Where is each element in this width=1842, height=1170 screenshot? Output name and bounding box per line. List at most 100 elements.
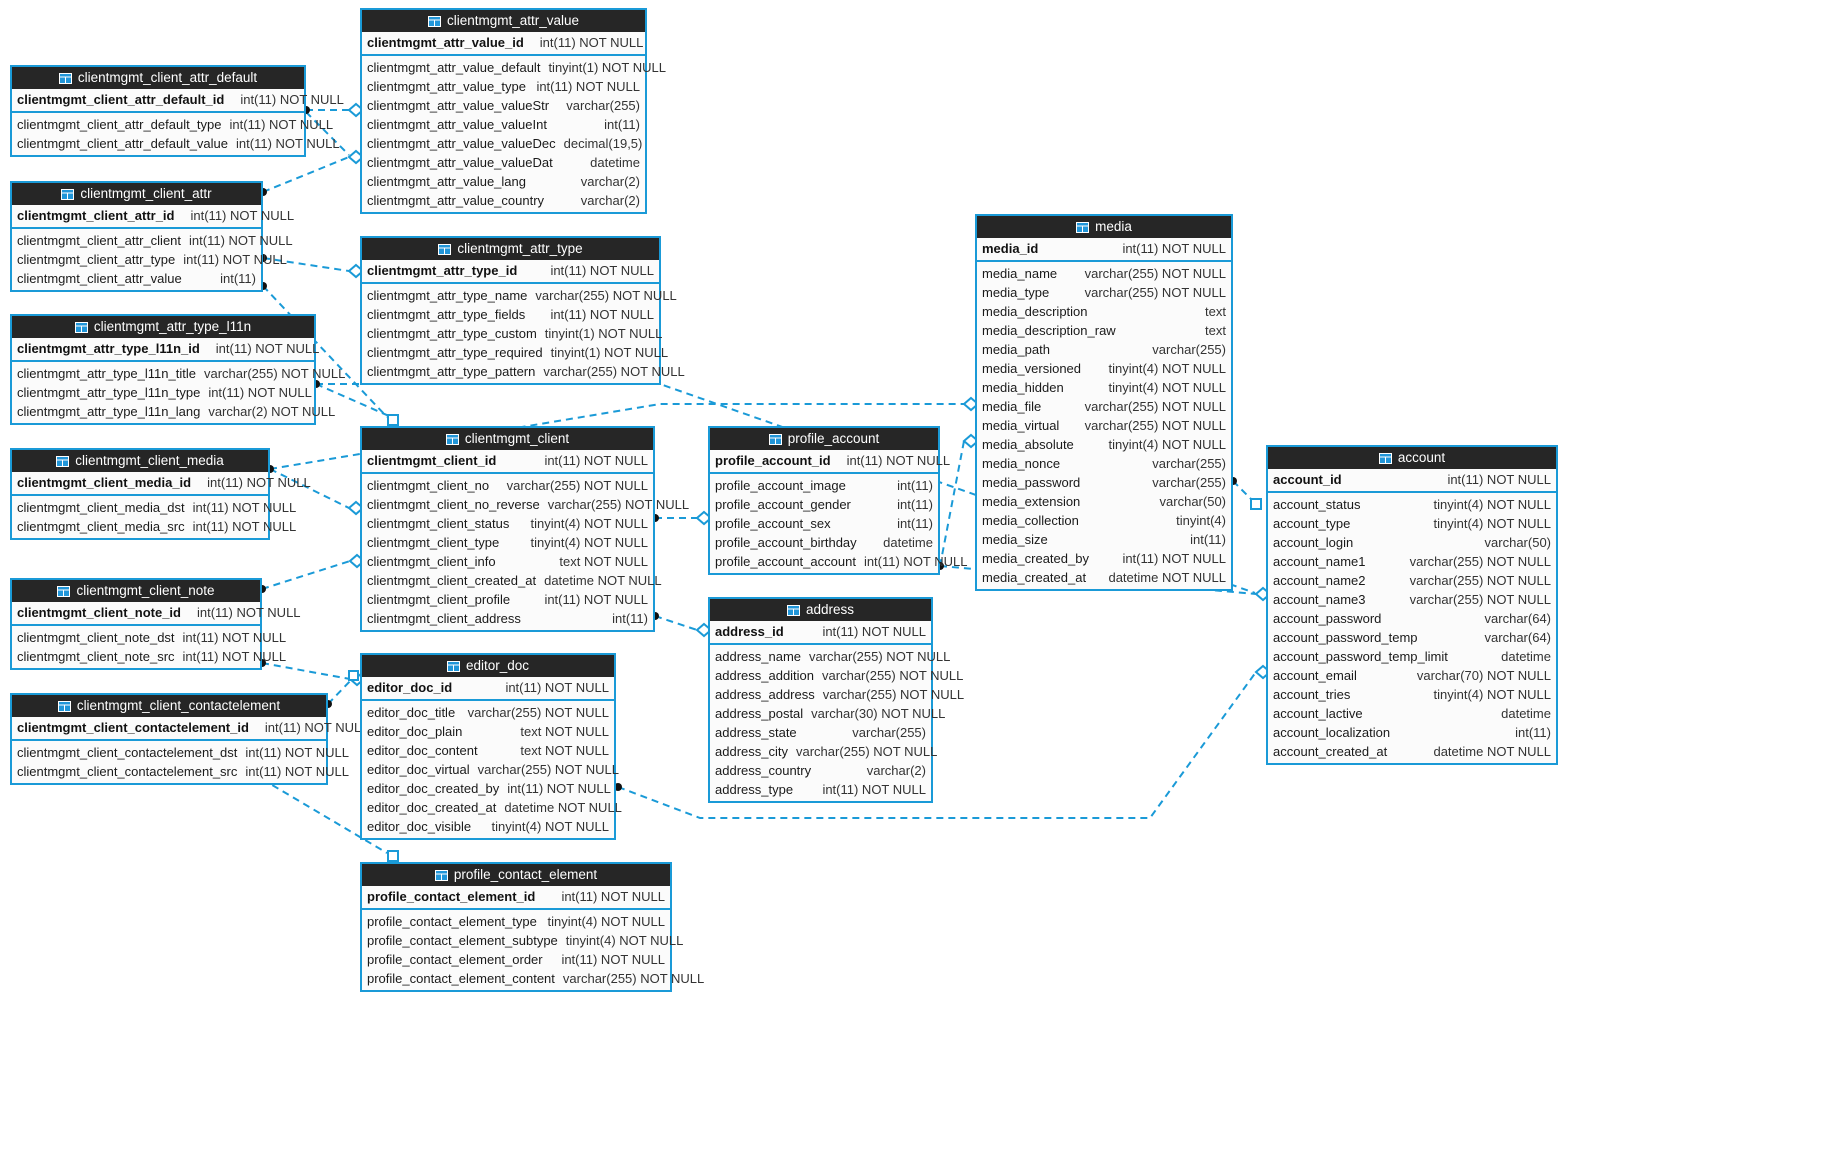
- field-row[interactable]: media_description_rawtext: [977, 321, 1231, 340]
- field-row[interactable]: profile_account_sexint(11): [710, 514, 938, 533]
- field-row[interactable]: profile_contact_element_subtypetinyint(4…: [362, 931, 683, 950]
- primary-key-row[interactable]: clientmgmt_client_contactelement_idint(1…: [12, 717, 368, 741]
- field-row[interactable]: clientmgmt_client_media_dstint(11) NOT N…: [12, 498, 296, 517]
- field-row[interactable]: clientmgmt_client_typetinyint(4) NOT NUL…: [362, 533, 653, 552]
- field-row[interactable]: editor_doc_created_byint(11) NOT NULL: [362, 779, 614, 798]
- primary-key-row[interactable]: clientmgmt_client_note_idint(11) NOT NUL…: [12, 602, 301, 626]
- field-row[interactable]: clientmgmt_attr_type_l11n_titlevarchar(2…: [12, 364, 345, 383]
- field-row[interactable]: clientmgmt_attr_type_namevarchar(255) NO…: [362, 286, 677, 305]
- field-row[interactable]: media_namevarchar(255) NOT NULL: [977, 264, 1231, 283]
- field-row[interactable]: media_typevarchar(255) NOT NULL: [977, 283, 1231, 302]
- field-row[interactable]: media_passwordvarchar(255): [977, 473, 1231, 492]
- field-row[interactable]: account_triestinyint(4) NOT NULL: [1268, 685, 1556, 704]
- field-row[interactable]: media_absolutetinyint(4) NOT NULL: [977, 435, 1231, 454]
- field-row[interactable]: media_pathvarchar(255): [977, 340, 1231, 359]
- field-row[interactable]: account_name1varchar(255) NOT NULL: [1268, 552, 1556, 571]
- field-row[interactable]: clientmgmt_attr_type_patternvarchar(255)…: [362, 362, 685, 381]
- field-row[interactable]: clientmgmt_client_contactelement_srcint(…: [12, 762, 349, 781]
- field-row[interactable]: clientmgmt_attr_value_defaulttinyint(1) …: [362, 58, 666, 77]
- field-row[interactable]: account_name3varchar(255) NOT NULL: [1268, 590, 1556, 609]
- field-row[interactable]: clientmgmt_attr_value_typeint(11) NOT NU…: [362, 77, 645, 96]
- field-row[interactable]: clientmgmt_attr_type_l11n_langvarchar(2)…: [12, 402, 335, 421]
- primary-key-row[interactable]: clientmgmt_client_media_idint(11) NOT NU…: [12, 472, 311, 496]
- field-row[interactable]: editor_doc_titlevarchar(255) NOT NULL: [362, 703, 614, 722]
- field-row[interactable]: address_postalvarchar(30) NOT NULL: [710, 704, 945, 723]
- entity-clientmgmt_attr_type_l11n[interactable]: clientmgmt_attr_type_l11nclientmgmt_attr…: [10, 314, 345, 425]
- field-row[interactable]: clientmgmt_client_attr_valueint(11): [12, 269, 261, 288]
- field-row[interactable]: clientmgmt_client_novarchar(255) NOT NUL…: [362, 476, 653, 495]
- field-row[interactable]: media_collectiontinyint(4): [977, 511, 1231, 530]
- field-row[interactable]: clientmgmt_attr_value_valueDatdatetime: [362, 153, 645, 172]
- entity-account[interactable]: accountaccount_idint(11) NOT NULLaccount…: [1266, 445, 1558, 765]
- field-row[interactable]: clientmgmt_client_addressint(11): [362, 609, 653, 628]
- field-row[interactable]: clientmgmt_attr_value_countryvarchar(2): [362, 191, 645, 210]
- entity-media[interactable]: mediamedia_idint(11) NOT NULLmedia_namev…: [975, 214, 1233, 591]
- field-row[interactable]: clientmgmt_client_attr_typeint(11) NOT N…: [12, 250, 287, 269]
- field-row[interactable]: address_statevarchar(255): [710, 723, 931, 742]
- field-row[interactable]: profile_account_imageint(11): [710, 476, 938, 495]
- entity-clientmgmt_client_media[interactable]: clientmgmt_client_mediaclientmgmt_client…: [10, 448, 311, 540]
- field-row[interactable]: account_name2varchar(255) NOT NULL: [1268, 571, 1556, 590]
- field-row[interactable]: editor_doc_plaintext NOT NULL: [362, 722, 614, 741]
- field-row[interactable]: address_cityvarchar(255) NOT NULL: [710, 742, 937, 761]
- field-row[interactable]: clientmgmt_client_contactelement_dstint(…: [12, 743, 349, 762]
- field-row[interactable]: editor_doc_created_atdatetime NOT NULL: [362, 798, 622, 817]
- primary-key-row[interactable]: profile_account_idint(11) NOT NULL: [710, 450, 950, 474]
- entity-clientmgmt_client_attr_default[interactable]: clientmgmt_client_attr_defaultclientmgmt…: [10, 65, 344, 157]
- field-row[interactable]: media_descriptiontext: [977, 302, 1231, 321]
- field-row[interactable]: account_statustinyint(4) NOT NULL: [1268, 495, 1556, 514]
- primary-key-row[interactable]: address_idint(11) NOT NULL: [710, 621, 931, 645]
- field-row[interactable]: clientmgmt_client_media_srcint(11) NOT N…: [12, 517, 296, 536]
- field-row[interactable]: account_emailvarchar(70) NOT NULL: [1268, 666, 1556, 685]
- primary-key-row[interactable]: clientmgmt_attr_type_idint(11) NOT NULL: [362, 260, 659, 284]
- field-row[interactable]: address_typeint(11) NOT NULL: [710, 780, 931, 799]
- field-row[interactable]: account_loginvarchar(50): [1268, 533, 1556, 552]
- field-row[interactable]: media_created_byint(11) NOT NULL: [977, 549, 1231, 568]
- field-row[interactable]: address_additionvarchar(255) NOT NULL: [710, 666, 963, 685]
- field-row[interactable]: clientmgmt_attr_type_l11n_typeint(11) NO…: [12, 383, 314, 402]
- field-row[interactable]: account_created_atdatetime NOT NULL: [1268, 742, 1556, 761]
- primary-key-row[interactable]: profile_contact_element_idint(11) NOT NU…: [362, 886, 670, 910]
- primary-key-row[interactable]: clientmgmt_client_attr_default_idint(11)…: [12, 89, 344, 113]
- field-row[interactable]: address_namevarchar(255) NOT NULL: [710, 647, 950, 666]
- field-row[interactable]: profile_contact_element_orderint(11) NOT…: [362, 950, 670, 969]
- field-row[interactable]: clientmgmt_client_attr_default_valueint(…: [12, 134, 340, 153]
- entity-clientmgmt_client_attr[interactable]: clientmgmt_client_attrclientmgmt_client_…: [10, 181, 294, 292]
- field-row[interactable]: account_password_temp_limitdatetime: [1268, 647, 1556, 666]
- field-row[interactable]: clientmgmt_client_note_srcint(11) NOT NU…: [12, 647, 286, 666]
- field-row[interactable]: account_lactivedatetime: [1268, 704, 1556, 723]
- field-row[interactable]: media_noncevarchar(255): [977, 454, 1231, 473]
- entity-editor_doc[interactable]: editor_doceditor_doc_idint(11) NOT NULLe…: [360, 653, 622, 840]
- field-row[interactable]: media_created_atdatetime NOT NULL: [977, 568, 1231, 587]
- primary-key-row[interactable]: clientmgmt_client_idint(11) NOT NULL: [362, 450, 653, 474]
- field-row[interactable]: account_typetinyint(4) NOT NULL: [1268, 514, 1556, 533]
- field-row[interactable]: editor_doc_virtualvarchar(255) NOT NULL: [362, 760, 619, 779]
- field-row[interactable]: clientmgmt_client_attr_clientint(11) NOT…: [12, 231, 293, 250]
- field-row[interactable]: clientmgmt_client_statustinyint(4) NOT N…: [362, 514, 653, 533]
- primary-key-row[interactable]: clientmgmt_client_attr_idint(11) NOT NUL…: [12, 205, 294, 229]
- field-row[interactable]: account_password_tempvarchar(64): [1268, 628, 1556, 647]
- field-row[interactable]: media_sizeint(11): [977, 530, 1231, 549]
- field-row[interactable]: profile_account_birthdaydatetime: [710, 533, 938, 552]
- field-row[interactable]: profile_contact_element_contentvarchar(2…: [362, 969, 704, 988]
- field-row[interactable]: clientmgmt_client_created_atdatetime NOT…: [362, 571, 662, 590]
- field-row[interactable]: account_localizationint(11): [1268, 723, 1556, 742]
- field-row[interactable]: clientmgmt_attr_type_requiredtinyint(1) …: [362, 343, 668, 362]
- entity-clientmgmt_client_note[interactable]: clientmgmt_client_noteclientmgmt_client_…: [10, 578, 301, 670]
- field-row[interactable]: clientmgmt_client_no_reversevarchar(255)…: [362, 495, 689, 514]
- entity-clientmgmt_client_contactelement[interactable]: clientmgmt_client_contactelementclientmg…: [10, 693, 368, 785]
- field-row[interactable]: media_hiddentinyint(4) NOT NULL: [977, 378, 1231, 397]
- field-row[interactable]: profile_contact_element_typetinyint(4) N…: [362, 912, 670, 931]
- field-row[interactable]: media_virtualvarchar(255) NOT NULL: [977, 416, 1231, 435]
- field-row[interactable]: clientmgmt_client_attr_default_typeint(1…: [12, 115, 333, 134]
- field-row[interactable]: profile_account_accountint(11) NOT NULL: [710, 552, 968, 571]
- field-row[interactable]: clientmgmt_attr_value_langvarchar(2): [362, 172, 645, 191]
- field-row[interactable]: clientmgmt_client_profileint(11) NOT NUL…: [362, 590, 653, 609]
- primary-key-row[interactable]: clientmgmt_attr_type_l11n_idint(11) NOT …: [12, 338, 319, 362]
- field-row[interactable]: clientmgmt_attr_type_fieldsint(11) NOT N…: [362, 305, 659, 324]
- field-row[interactable]: clientmgmt_client_note_dstint(11) NOT NU…: [12, 628, 286, 647]
- entity-clientmgmt_attr_value[interactable]: clientmgmt_attr_valueclientmgmt_attr_val…: [360, 8, 666, 214]
- field-row[interactable]: account_passwordvarchar(64): [1268, 609, 1556, 628]
- field-row[interactable]: editor_doc_contenttext NOT NULL: [362, 741, 614, 760]
- entity-clientmgmt_attr_type[interactable]: clientmgmt_attr_typeclientmgmt_attr_type…: [360, 236, 685, 385]
